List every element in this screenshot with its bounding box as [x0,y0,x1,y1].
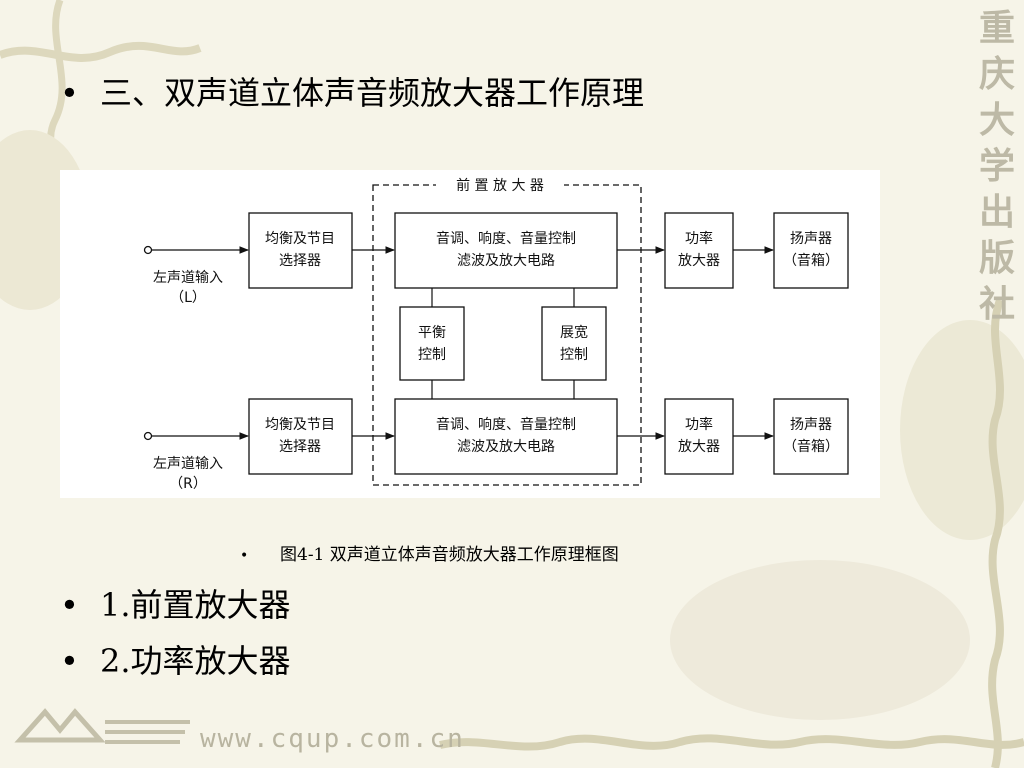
figure-caption: • 图4-1 双声道立体声音频放大器工作原理框图 [240,540,619,565]
eq-selector-box-bottom [248,398,353,475]
publisher-char: 社 [978,284,1015,325]
width-control-label: 展宽 [560,324,588,341]
bullet-item-power-amp: • 2.功率放大器 [60,636,291,682]
publisher-char: 出 [978,192,1015,233]
speaker-sublabel: （音箱） [783,438,839,455]
tone-filter-box-bottom [394,398,618,475]
balance-control-box [399,306,465,381]
tone-filter-sublabel: 滤波及放大电路 [457,439,555,455]
power-amp-label: 功率 [685,416,713,433]
tone-filter-label: 音调、响度、音量控制 [436,230,576,247]
slide-title: • 三、双声道立体声音频放大器工作原理 [60,68,644,114]
leaf-shape [900,320,1024,540]
bottom-vine [439,734,1024,751]
eq-selector-sublabel: 选择器 [279,253,321,269]
figure-caption-text: 图4-1 双声道立体声音频放大器工作原理框图 [280,545,619,565]
bullet-item-text: 1.前置放大器 [100,586,291,624]
speaker-label: 扬声器 [790,417,832,433]
right-input-sublabel: （R） [169,476,207,492]
publisher-watermark: 重 庆 大 学 出 版 社 [974,6,1020,328]
right-vine [988,298,1004,768]
left-input-terminal [143,245,153,255]
tone-filter-label: 音调、响度、音量控制 [436,416,576,433]
tone-filter-box-top [394,212,618,289]
balance-control-sublabel: 控制 [418,347,446,363]
slide-title-text: 三、双声道立体声音频放大器工作原理 [100,74,645,112]
balance-control-label: 平衡 [418,325,446,341]
right-input-label: 左声道输入 [153,456,223,472]
publisher-char: 大 [978,100,1015,141]
publisher-char: 学 [978,146,1015,187]
publisher-char: 重 [978,8,1015,49]
publisher-logo-icon [14,708,190,744]
left-input-label: 左声道输入 [153,270,223,286]
right-input-terminal [143,431,153,441]
speaker-box-top [773,212,849,289]
publisher-char: 庆 [978,54,1015,95]
bullet-dot: • [240,548,249,564]
eq-selector-label: 均衡及节目 [265,417,335,433]
bullet-dot: • [60,74,79,112]
publisher-char: 版 [978,238,1015,279]
width-control-sublabel: 控制 [560,347,588,363]
speaker-sublabel: （音箱） [783,252,839,269]
tone-filter-sublabel: 滤波及放大电路 [457,253,555,269]
top-vine [0,41,202,62]
power-amp-label: 功率 [685,230,713,247]
power-amp-sublabel: 放大器 [678,253,720,269]
power-amp-sublabel: 放大器 [678,439,720,455]
speaker-box-bottom [773,398,849,475]
preamp-group-label: 前 置 放 大 器 [456,177,544,194]
bullet-dot: • [60,642,79,680]
width-control-box [541,306,607,381]
block-diagram-panel: 前 置 放 大 器 左声道输入 （L） 均衡及节目 选择器 音调、响度、音量控制… [60,170,880,498]
eq-selector-label: 均衡及节目 [265,231,335,247]
bullet-dot: • [60,586,79,624]
speaker-label: 扬声器 [790,231,832,247]
eq-selector-sublabel: 选择器 [279,439,321,455]
leaf-shape [670,560,970,720]
power-amp-box-top [664,212,734,289]
bullet-item-preamp: • 1.前置放大器 [60,580,291,626]
watermark-url: www.cqup.com.cn [200,724,465,754]
eq-selector-box-top [248,212,353,289]
bullet-item-text: 2.功率放大器 [100,642,291,680]
power-amp-box-bottom [664,398,734,475]
preamp-group-label-bg [436,176,564,194]
left-input-sublabel: （L） [170,290,206,306]
block-diagram: 前 置 放 大 器 左声道输入 （L） 均衡及节目 选择器 音调、响度、音量控制… [143,176,849,492]
